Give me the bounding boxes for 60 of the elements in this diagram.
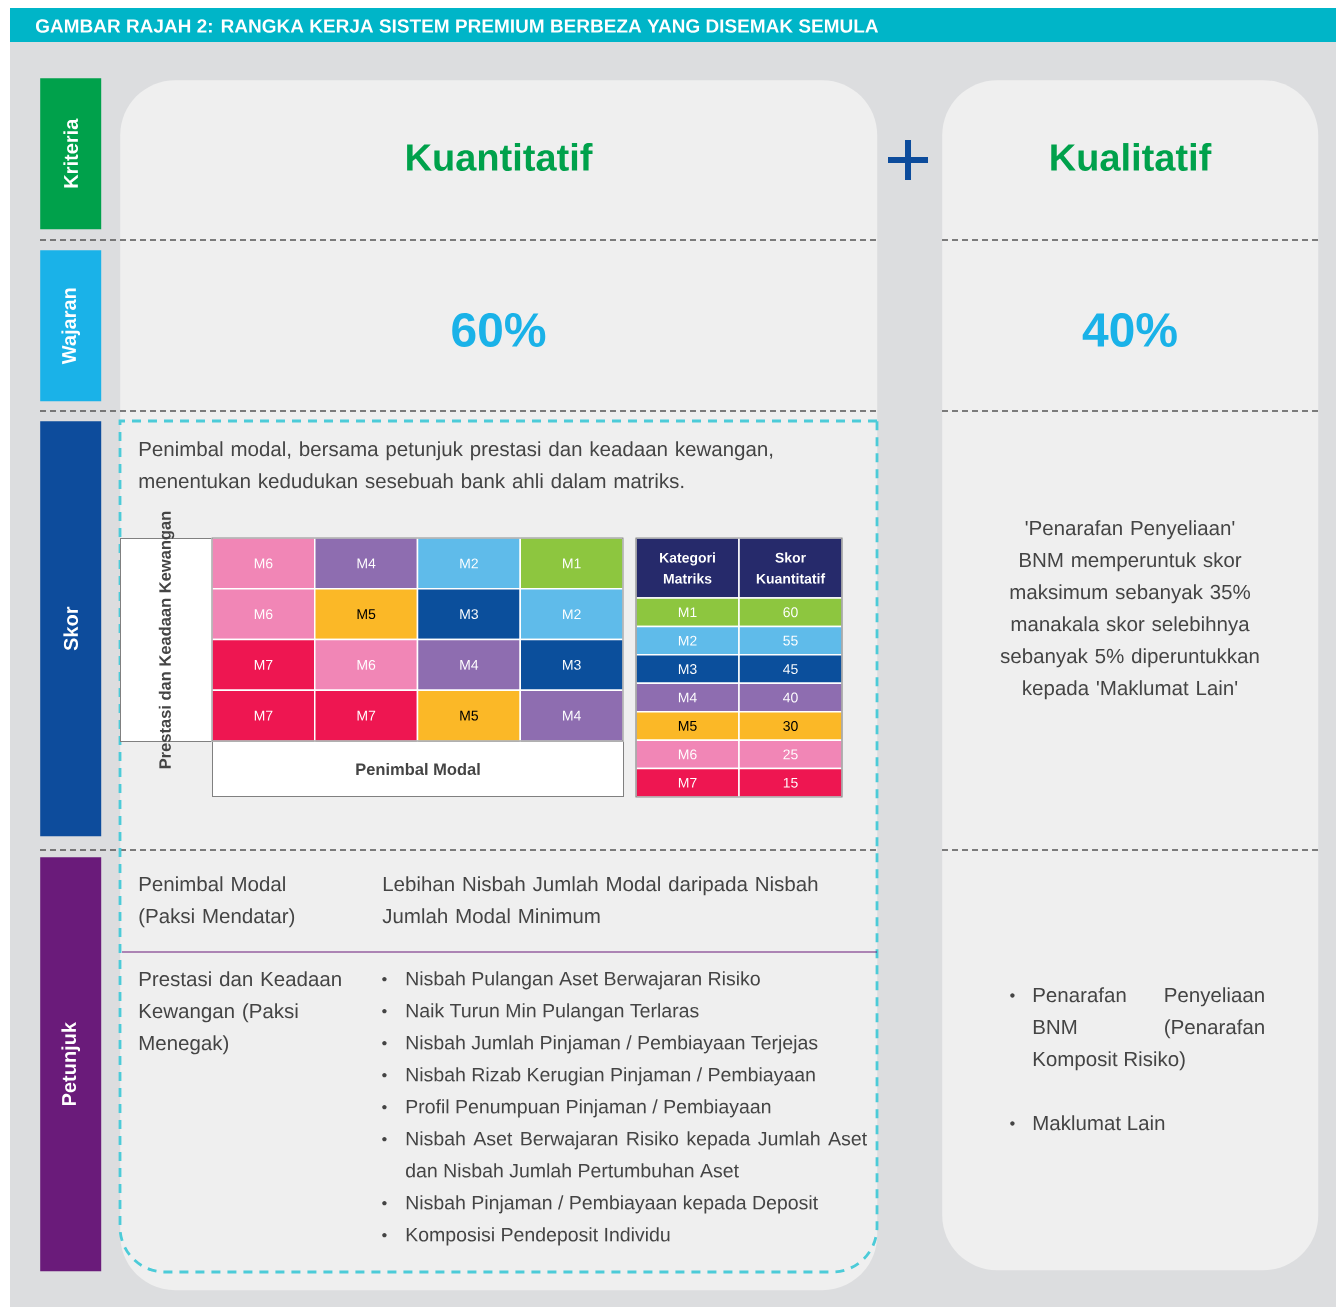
matrix-cell: M5 <box>416 689 521 742</box>
list-item: Nisbah Jumlah Pinjaman / Pembiayaan Terjejas <box>406 1035 818 1054</box>
title-bar: GAMBAR RAJAH 2: RANGKA KERJA SISTEM PREMIUM BERBEZA YANG DISEMAK SEMULA <box>10 8 1336 42</box>
table-cell: 25 <box>738 739 843 770</box>
column-heading: Kualitatif <box>1051 143 1212 171</box>
matrix-cell: M3 <box>416 588 521 641</box>
row-label-band: Wajaran <box>40 250 102 402</box>
list-item: Penarafan Penyeliaan BNM (Penarafan Komposit Risiko) <box>1033 987 1264 1071</box>
matrix-cell: M4 <box>519 689 624 742</box>
table-cell: 45 <box>738 654 843 685</box>
matrix-cell: M6 <box>211 588 316 641</box>
paragraph: Lebihan Nisbah Jumlah Modal daripada Nisbah Jumlah Modal Minimum <box>382 876 818 924</box>
dashed-frame <box>118 419 879 1274</box>
axis-name: Prestasi dan Keadaan Kewangan (Paksi Menegak) <box>139 971 341 1055</box>
table-cell: M3 <box>635 654 740 685</box>
percentage: 40% <box>1082 313 1177 347</box>
axis-label-box: Penimbal Modal <box>212 741 624 797</box>
column-panel <box>942 80 1319 1271</box>
matrix-cell: M2 <box>519 588 624 641</box>
axis-name: Penimbal Modal (Paksi Mendatar) <box>139 876 295 928</box>
matrix-cell: M2 <box>416 537 521 590</box>
matrix-cell: M7 <box>211 689 316 742</box>
row-label-band: Skor <box>40 421 102 837</box>
matrix-cell: M6 <box>314 638 419 691</box>
table-cell: 55 <box>738 625 843 656</box>
table-cell: M4 <box>635 682 740 713</box>
percentage: 60% <box>452 313 546 347</box>
list-item: Nisbah Aset Berwajaran Risiko kepada Jumlah Aset dan Nisbah Jumlah Pertumbuhan Aset <box>406 1131 867 1178</box>
paragraph: 'Penarafan Penyeliaan' BNM memperuntuk skor maksimum sebanyak 35% manakala skor selebihnya sebanyak 5% diperuntukkan kepada 'Maklumat Lain' <box>1000 520 1259 700</box>
table-cell: 60 <box>738 597 843 628</box>
list-item: Profil Penumpuan Pinjaman / Pembiayaan <box>406 1099 771 1118</box>
matrix-cell: M6 <box>211 537 316 590</box>
matrix-cell: M4 <box>416 638 521 691</box>
table-cell: 30 <box>738 711 843 741</box>
table-cell: Skor Kuantitatif <box>738 537 843 599</box>
row-label-band: Petunjuk <box>40 857 102 1272</box>
list-item: Nisbah Rizab Kerugian Pinjaman / Pembiayaan <box>406 1067 815 1086</box>
table-cell: M2 <box>635 625 740 656</box>
matrix-cell: M3 <box>519 638 624 691</box>
table-cell: Kategori Matriks <box>635 537 740 599</box>
table-cell: 40 <box>738 682 843 713</box>
column-heading: Kuantitatif <box>407 143 593 171</box>
table-cell: M7 <box>635 767 740 798</box>
paragraph: Penimbal modal, bersama petunjuk prestasi dan keadaan kewangan, menentukan kedudukan sesebuah bank ahli dalam matriks. <box>139 441 773 489</box>
list-item: Komposisi Pendeposit Individu <box>406 1227 670 1246</box>
table-cell: M5 <box>635 711 740 741</box>
matrix-cell: M1 <box>519 537 624 590</box>
axis-label-box: Prestasi dan Keadaan Kewangan <box>120 511 213 769</box>
table-cell: 15 <box>738 767 843 798</box>
list-item: Nisbah Pulangan Aset Berwajaran Risiko <box>406 971 760 990</box>
table-cell: M6 <box>635 739 740 770</box>
list-item: Nisbah Pinjaman / Pembiayaan kepada Deposit <box>406 1195 818 1214</box>
table-cell: M1 <box>635 597 740 628</box>
list-item: Naik Turun Min Pulangan Terlaras <box>406 1003 699 1022</box>
list-item: Maklumat Lain <box>1033 1115 1165 1131</box>
matrix-cell: M7 <box>211 638 316 691</box>
matrix-cell: M4 <box>314 537 419 590</box>
row-label-band: Kriteria <box>40 78 102 230</box>
matrix-cell: M7 <box>314 689 419 742</box>
matrix-cell: M5 <box>314 588 419 641</box>
